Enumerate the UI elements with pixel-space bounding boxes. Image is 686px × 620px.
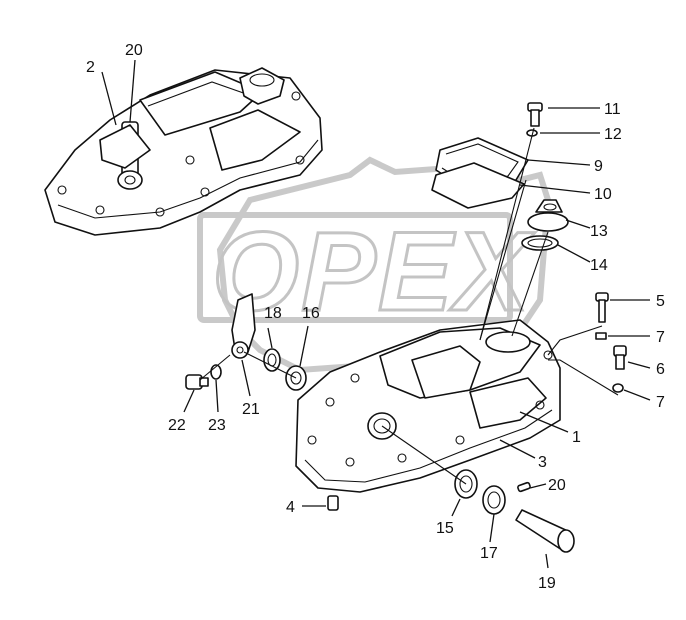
callout-8: 9 xyxy=(594,158,603,175)
oil-seal-16 xyxy=(482,485,506,515)
washer-7-lower xyxy=(612,383,624,393)
cover-gasket xyxy=(431,162,525,209)
callout-23: 23 xyxy=(208,417,226,434)
oil-seal-17 xyxy=(263,348,281,372)
bolt-4 xyxy=(327,495,339,511)
callout-18: 19 xyxy=(538,575,556,592)
callout-11: 12 xyxy=(604,126,622,143)
assembly-guide-lines xyxy=(199,127,619,485)
leader-lines xyxy=(101,59,651,569)
shift-lever xyxy=(231,293,256,359)
plug-22 xyxy=(185,374,209,390)
callout-22: 22 xyxy=(168,417,186,434)
callout-10: 11 xyxy=(604,101,621,118)
callout-15: 16 xyxy=(302,305,320,322)
callout-9: 10 xyxy=(594,186,612,203)
washer-7-upper xyxy=(595,332,607,340)
callout-2: 2 xyxy=(86,59,95,76)
callout-5: 5 xyxy=(656,293,665,310)
callout-1: 1 xyxy=(572,429,581,446)
callout-3: 3 xyxy=(538,454,547,471)
callout-12: 13 xyxy=(590,223,608,240)
callout-17: 18 xyxy=(264,305,282,322)
callout-20: 21 xyxy=(242,401,260,418)
bolt-5 xyxy=(595,292,609,323)
watermark-text: OPEX xyxy=(212,209,536,334)
callout-4: 4 xyxy=(286,499,295,516)
callout-21: 20 xyxy=(125,42,143,59)
callout-labels: 2 20 11 12 9 10 13 14 5 7 6 7 1 3 4 15 1… xyxy=(86,42,665,592)
callout-14: 15 xyxy=(436,520,454,537)
housing-assembled-view xyxy=(44,67,323,236)
o-ring xyxy=(521,235,559,251)
callout-19: 20 xyxy=(548,477,566,494)
callout-7-upper: 7 xyxy=(656,329,665,346)
housing-exploded-view xyxy=(295,319,561,493)
bolt-10 xyxy=(527,102,543,127)
callout-7-lower: 7 xyxy=(656,394,665,411)
shaft-18 xyxy=(515,509,575,553)
callout-6: 6 xyxy=(656,361,665,378)
breather-cap xyxy=(527,199,569,232)
callout-13: 14 xyxy=(590,257,608,274)
bolt-6 xyxy=(613,345,627,370)
pin-19 xyxy=(517,481,531,493)
callout-16: 17 xyxy=(480,545,498,562)
watermark: OPEX xyxy=(197,146,552,374)
